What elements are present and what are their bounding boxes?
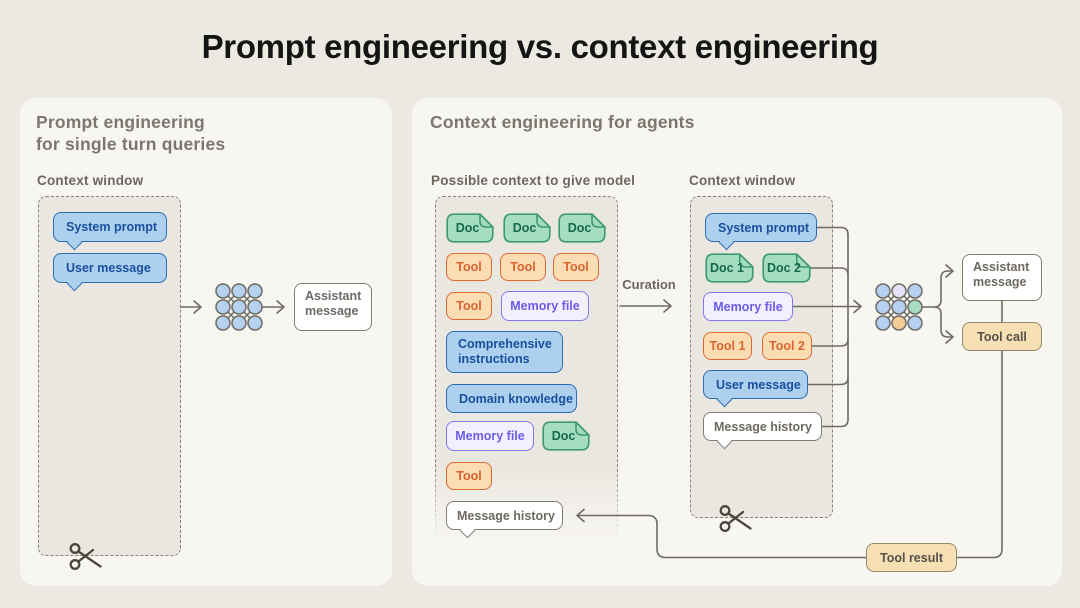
left-panel-heading: Prompt engineering for single turn queri… <box>36 112 226 154</box>
memory-file-box: Memory file <box>703 292 793 321</box>
message-history-box: Message history <box>703 412 822 450</box>
tool-box: Tool <box>446 462 492 490</box>
page-title: Prompt engineering vs. context engineeri… <box>201 28 879 65</box>
curation-label: Curation <box>622 277 676 292</box>
tool-box: Tool <box>553 253 599 281</box>
tool-1-box: Tool 1 <box>703 332 752 360</box>
right-context-window-label: Context window <box>689 173 796 188</box>
doc-1-box: Doc 1 <box>705 253 754 283</box>
scissors-icon <box>719 505 752 532</box>
tool-box: Tool <box>446 292 492 320</box>
doc-2-box: Doc 2 <box>762 253 811 283</box>
system-prompt-box: System prompt <box>53 212 167 251</box>
doc-box: Doc <box>542 421 590 451</box>
possible-context-label: Possible context to give model <box>431 173 636 188</box>
tool-box: Tool <box>500 253 546 281</box>
doc-box: Doc <box>503 213 551 243</box>
memory-file-box: Memory file <box>501 291 589 321</box>
neural-network-icon <box>875 283 923 331</box>
tool-2-box: Tool 2 <box>762 332 812 360</box>
doc-box: Doc <box>558 213 606 243</box>
pool-message-history-box: Message history <box>446 501 563 539</box>
tool-result-box: Tool result <box>866 543 957 572</box>
system-prompt-box: System prompt <box>705 213 817 251</box>
left-assistant-message-box: Assistant message <box>294 283 372 331</box>
left-context-window-label: Context window <box>37 173 144 188</box>
assistant-message-box: Assistant message <box>962 254 1042 301</box>
doc-box: Doc <box>446 213 494 243</box>
user-message-box: User message <box>53 253 167 292</box>
user-message-box: User message <box>703 370 808 408</box>
comprehensive-instructions-box: Comprehensive instructions <box>446 331 563 373</box>
scissors-icon <box>69 543 102 570</box>
tool-box: Tool <box>446 253 492 281</box>
domain-knowledge-box: Domain knowledge <box>446 384 577 413</box>
right-panel-heading: Context engineering for agents <box>430 112 695 132</box>
neural-network-icon <box>215 283 263 331</box>
tool-call-box: Tool call <box>962 322 1042 351</box>
memory-file-box: Memory file <box>446 421 534 451</box>
